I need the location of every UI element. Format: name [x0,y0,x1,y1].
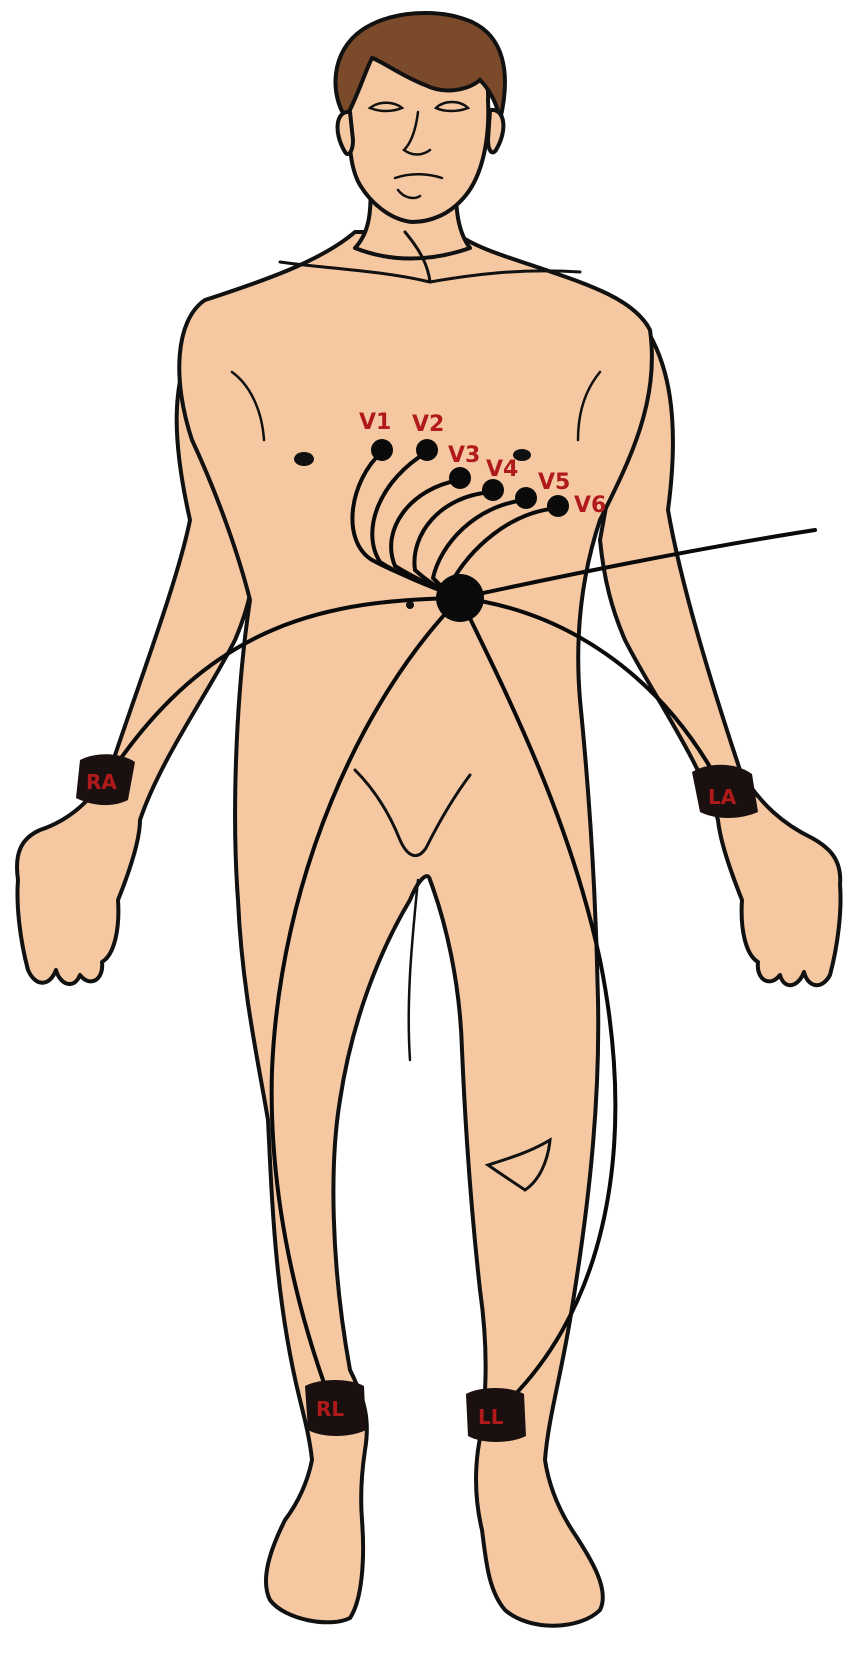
torso [179,232,652,1626]
label-ra: RA [86,770,117,794]
right-ear [338,112,353,154]
label-v3: V3 [448,443,480,468]
label-v4: V4 [486,457,518,482]
right-nipple [294,452,314,466]
leg-divider [409,880,418,1060]
electrode-v6 [547,495,569,517]
electrode-v1 [371,439,393,461]
navel [406,601,414,609]
left-ear [488,110,503,153]
label-v2: V2 [412,412,444,437]
electrode-v4 [482,479,504,501]
electrode-v5 [515,487,537,509]
label-ll: LL [478,1405,504,1429]
label-la: LA [708,785,737,809]
label-v5: V5 [538,470,570,495]
label-rl: RL [316,1397,344,1421]
human-figure [17,13,841,1626]
label-v6: V6 [574,493,606,518]
cable-hub [436,574,484,622]
electrode-v2 [416,439,438,461]
electrode-v3 [449,467,471,489]
label-v1: V1 [359,410,391,435]
